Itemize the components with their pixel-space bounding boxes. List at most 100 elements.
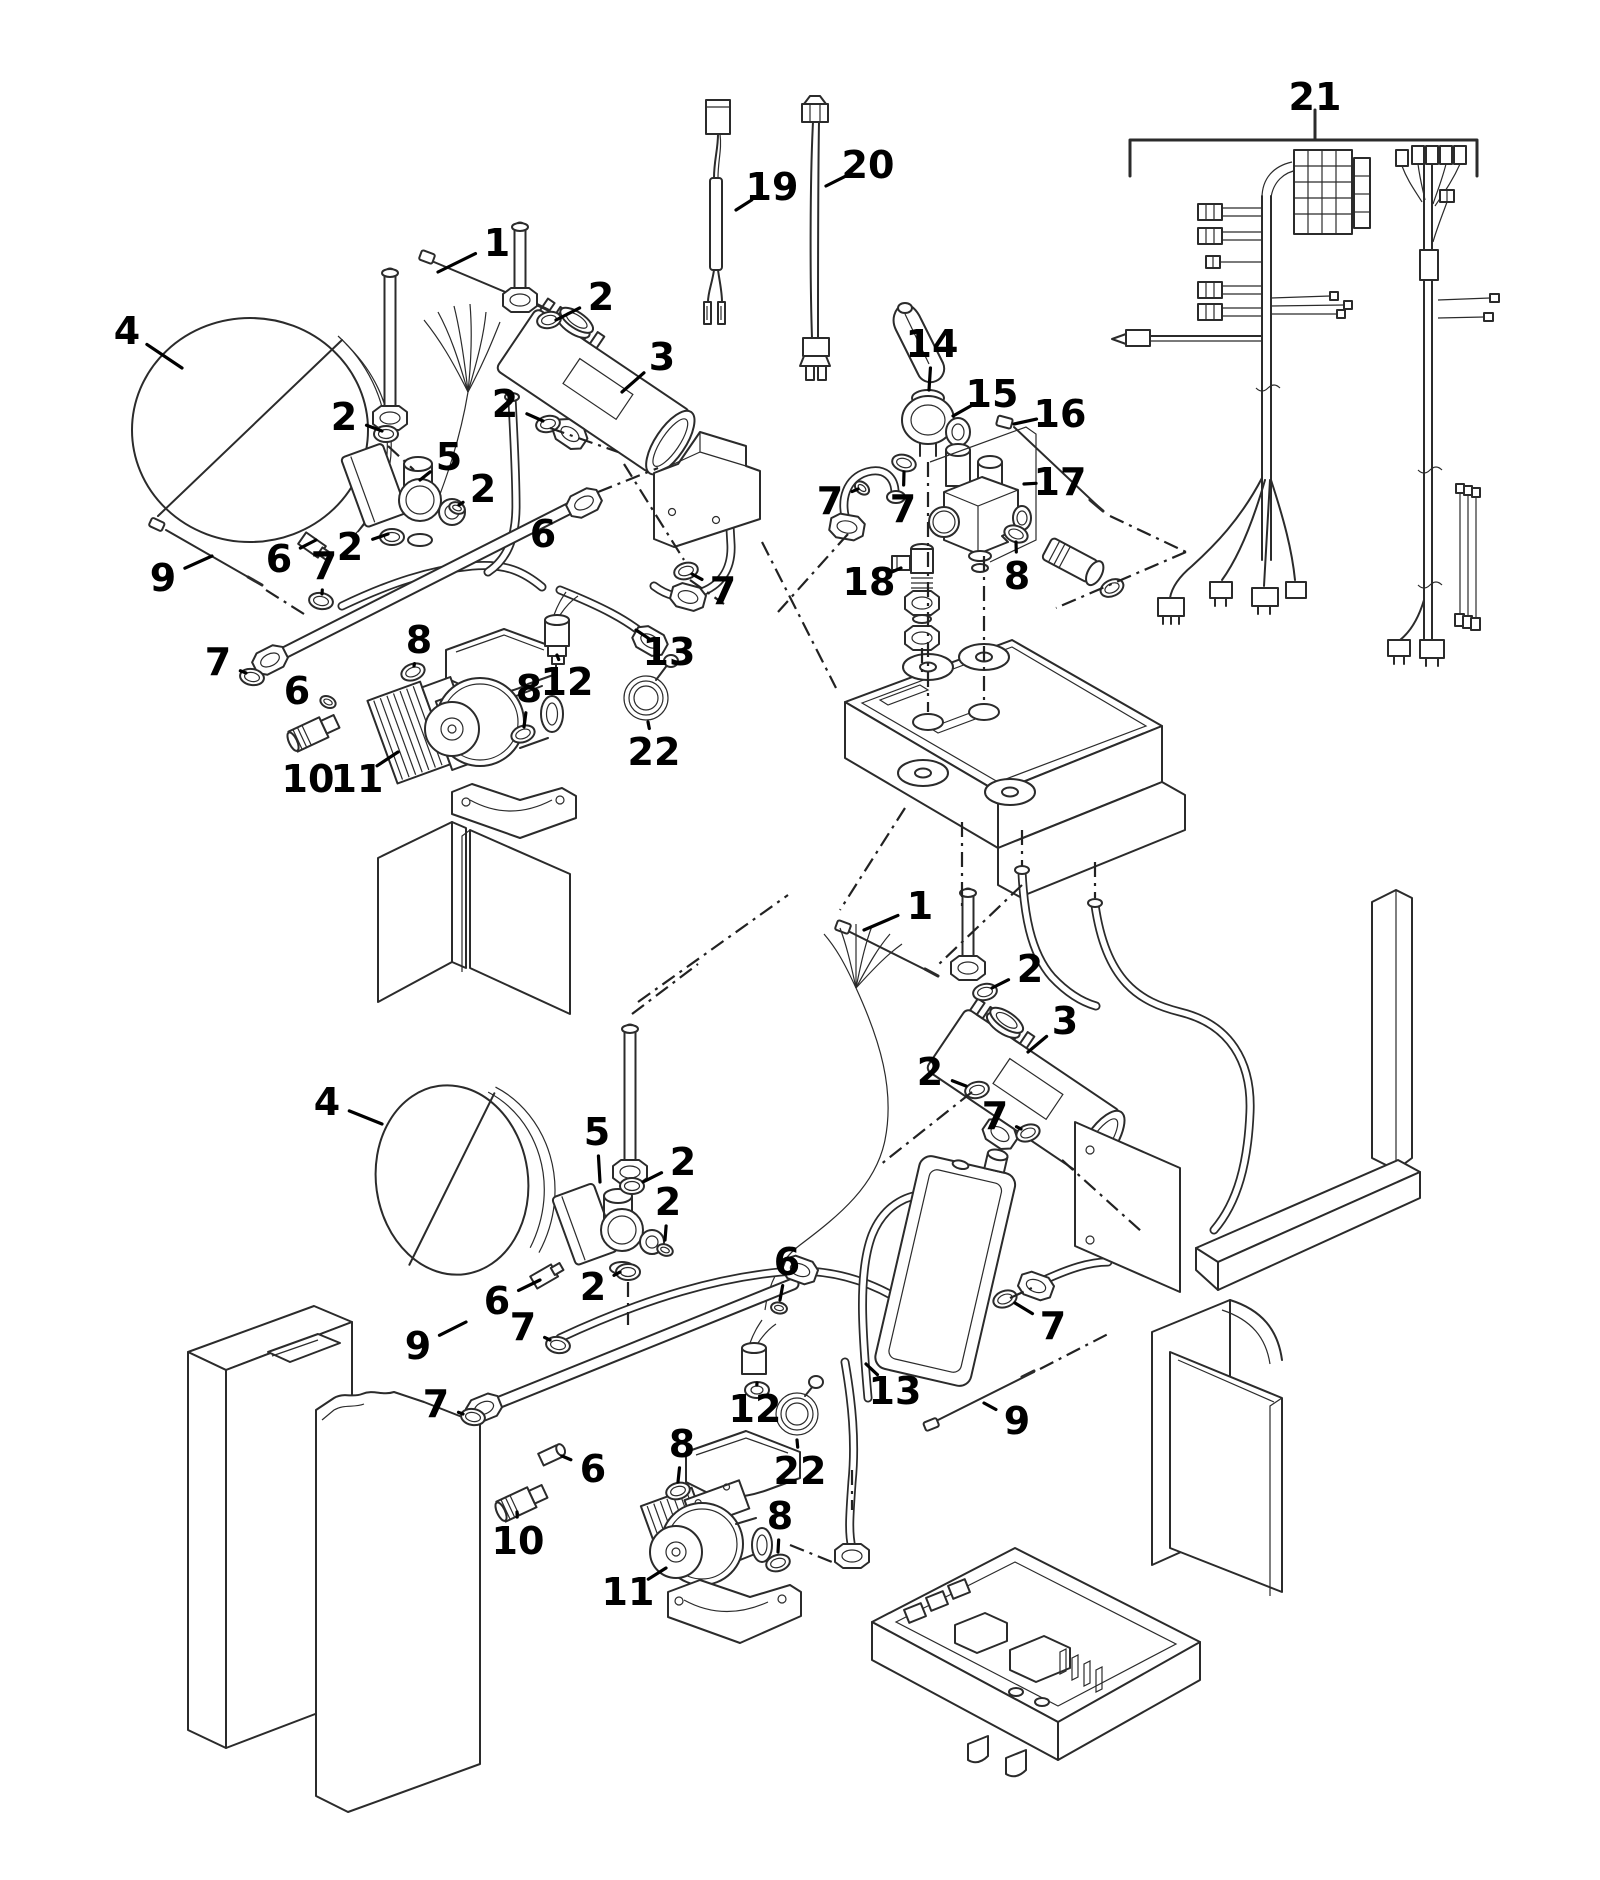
callout-7: 7 (982, 1094, 1023, 1138)
vessel-valve-bottom (529, 1262, 565, 1290)
svg-text:10: 10 (492, 1519, 545, 1563)
callout-2: 2 (580, 1265, 622, 1309)
cable-19 (703, 99, 731, 325)
callout-10: 10 (492, 1510, 545, 1563)
callout-15: 15 (951, 372, 1019, 418)
svg-text:19: 19 (746, 165, 799, 209)
svg-text:6: 6 (580, 1447, 606, 1491)
callout-9: 9 (150, 554, 214, 600)
svg-text:2: 2 (655, 1180, 681, 1224)
callout-21: 21 (1289, 75, 1342, 119)
callout-9: 9 (405, 1320, 468, 1368)
svg-text:2: 2 (1017, 947, 1043, 991)
callout-5: 5 (418, 435, 462, 482)
callout-2: 2 (554, 275, 614, 322)
svg-text:2: 2 (331, 395, 357, 439)
svg-text:6: 6 (284, 669, 310, 713)
side-frame (1074, 889, 1421, 1293)
svg-text:22: 22 (628, 730, 681, 774)
svg-text:1: 1 (484, 221, 510, 265)
svg-text:18: 18 (843, 560, 896, 604)
callout-2: 2 (457, 467, 496, 511)
svg-text:1: 1 (907, 884, 933, 928)
callout-7: 7 (690, 569, 736, 613)
callout-7: 7 (510, 1305, 552, 1349)
callout-8: 8 (406, 618, 432, 668)
callout-6: 6 (530, 512, 556, 556)
callout-2: 2 (331, 395, 384, 439)
svg-text:8: 8 (406, 618, 432, 662)
callout-1: 1 (862, 884, 933, 932)
callout-1: 1 (436, 221, 510, 274)
svg-text:12: 12 (729, 1387, 782, 1431)
svg-text:2: 2 (580, 1265, 606, 1309)
wiring-harness (1111, 108, 1500, 667)
sensor-12-top (544, 591, 579, 665)
callout-5: 5 (584, 1110, 610, 1184)
callout-12: 12 (541, 653, 593, 704)
svg-text:15: 15 (966, 372, 1019, 416)
fill-valve-top (286, 714, 341, 753)
diverter-valve-bottom (551, 1182, 665, 1275)
svg-text:7: 7 (205, 640, 231, 684)
svg-text:8: 8 (1004, 554, 1030, 598)
svg-text:8: 8 (669, 1422, 695, 1466)
callout-6: 6 (266, 537, 318, 581)
callout-14: 14 (906, 322, 958, 392)
svg-text:7: 7 (1040, 1304, 1066, 1348)
svg-text:9: 9 (1004, 1399, 1030, 1443)
pipe-top-a (372, 267, 408, 431)
sensor-probe-bottom (834, 919, 940, 978)
callout-2: 2 (655, 1180, 681, 1242)
pump-bottom (639, 1430, 802, 1644)
svg-text:10: 10 (282, 757, 335, 801)
callout-7: 7 (423, 1382, 465, 1426)
callout-2: 2 (337, 525, 390, 569)
callout-2: 2 (917, 1050, 968, 1094)
callout-8: 8 (1004, 540, 1030, 598)
svg-text:7: 7 (423, 1382, 449, 1426)
svg-text:17: 17 (1034, 460, 1087, 504)
callout-22: 22 (628, 720, 681, 774)
callout-6: 6 (774, 1240, 800, 1302)
callout-7: 7 (311, 544, 337, 596)
pipe-bottom-c (612, 1023, 648, 1185)
callout-8: 8 (669, 1422, 695, 1484)
svg-text:5: 5 (584, 1110, 610, 1154)
sensor-probe-9-top (148, 517, 264, 587)
cable-20 (799, 95, 831, 381)
sensor-16 (995, 414, 1105, 513)
svg-text:6: 6 (530, 512, 556, 556)
callout-11: 11 (331, 750, 400, 801)
callout-3: 3 (1026, 999, 1078, 1054)
svg-text:7: 7 (311, 544, 337, 588)
svg-text:7: 7 (510, 1305, 536, 1349)
svg-text:4: 4 (114, 309, 140, 353)
sensor-12-bottom (741, 1319, 777, 1399)
svg-text:8: 8 (767, 1494, 793, 1538)
callout-17: 17 (1022, 460, 1087, 504)
svg-text:7: 7 (710, 569, 736, 613)
callout-6: 6 (560, 1447, 606, 1491)
callout-9: 9 (982, 1399, 1030, 1443)
callout-6: 6 (484, 1278, 542, 1323)
callout-7: 7 (890, 470, 916, 531)
control-box (871, 1547, 1201, 1778)
svg-text:11: 11 (602, 1570, 655, 1614)
svg-text:7: 7 (817, 479, 843, 523)
fitting-right (1041, 537, 1105, 587)
svg-text:2: 2 (917, 1050, 943, 1094)
svg-text:2: 2 (492, 382, 518, 426)
svg-text:6: 6 (774, 1240, 800, 1284)
callout-2: 2 (641, 1140, 696, 1184)
support-bracket-top (653, 431, 761, 548)
callout-8: 8 (767, 1494, 793, 1554)
svg-text:20: 20 (842, 143, 895, 187)
callout-7: 7 (817, 479, 860, 523)
callout-7: 7 (1013, 1301, 1066, 1348)
svg-text:7: 7 (890, 487, 916, 531)
callout-6: 6 (284, 669, 310, 713)
